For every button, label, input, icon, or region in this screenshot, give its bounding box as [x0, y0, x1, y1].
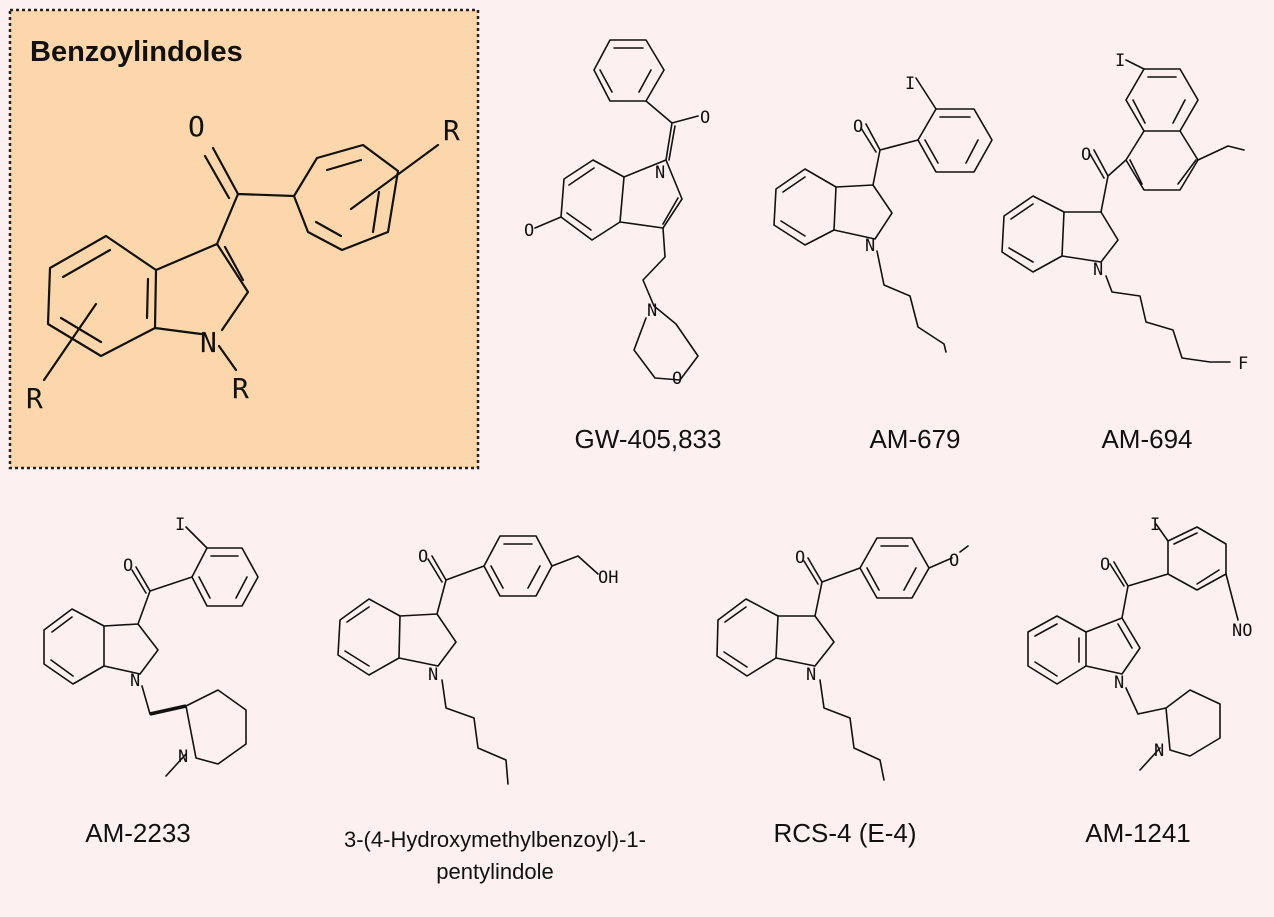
nitrogen-label: N	[806, 665, 816, 685]
compound-label: AM-2233	[85, 818, 191, 848]
oxygen-label: O	[1100, 555, 1110, 575]
oxygen-label: O	[700, 108, 710, 128]
compound-label: GW-405,833	[574, 424, 722, 454]
iodine-label: I	[905, 74, 915, 94]
oxygen-label: O	[123, 556, 133, 576]
yellow-phenyl-ring	[917, 108, 993, 173]
am-2233-structure: I O N N	[43, 515, 259, 777]
yellow-phenyl-ring	[483, 535, 553, 597]
benzoylindole-panel	[8, 8, 480, 470]
compound-label: AM-694	[1101, 424, 1193, 454]
nitrogen-label: N	[655, 163, 665, 183]
oxygen-label: O	[188, 110, 205, 143]
nitrogen-label: N	[178, 747, 188, 767]
iodine-label: I	[1115, 51, 1125, 71]
r-group-label: R	[26, 382, 43, 415]
gw-405833-structure: O N O N O	[524, 39, 710, 389]
oxygen-label: O	[524, 221, 534, 241]
hydroxyl-label: OH	[598, 568, 618, 588]
compound-label: AM-1241	[1085, 818, 1191, 848]
oxygen-label: O	[853, 117, 863, 137]
iodine-label: I	[1150, 515, 1160, 535]
iodine-label: I	[175, 515, 185, 535]
compound-label: AM-679	[869, 424, 961, 454]
nitrogen-label: N	[1114, 673, 1124, 693]
benzoylindole-scaffold: O N R R R	[26, 110, 460, 415]
panel-title: Benzoylindoles	[30, 36, 243, 68]
nitrogen-label: N	[428, 665, 438, 685]
nitrogen-label: N	[1154, 741, 1164, 761]
r-group-label: R	[232, 372, 249, 405]
nitrogen-label: N	[647, 301, 657, 321]
green-phenyl-ring	[859, 537, 930, 599]
am-694-structure: I O N F	[1001, 51, 1248, 374]
hydroxymethylbenzoyl-structure: OH O N	[337, 535, 618, 785]
am-1241-structure: I O NO N N	[1027, 515, 1252, 771]
am-679-structure: I O N	[773, 74, 993, 353]
magenta-phenyl-ring	[1125, 68, 1199, 132]
compound-label: 3-(4-Hydroxymethylbenzoyl)-1-pentylindol…	[344, 827, 646, 884]
fluorine-label: F	[1238, 354, 1248, 374]
rcs-4-structure: O O N	[716, 537, 969, 781]
oxygen-label: O	[949, 551, 959, 571]
purple-phenyl-ring	[593, 39, 665, 102]
nitrogen-label: N	[200, 326, 217, 359]
purple-benzo-ring	[1027, 615, 1087, 685]
nitrogen-label: N	[130, 671, 140, 691]
oxygen-label: O	[672, 369, 682, 389]
oxygen-label: O	[1081, 145, 1091, 165]
r-group-label: R	[443, 114, 460, 147]
nitrogen-label: N	[865, 236, 875, 256]
nitro-label: NO	[1232, 621, 1252, 641]
nitrogen-label: N	[1093, 260, 1103, 280]
oxygen-label: O	[418, 547, 428, 567]
compound-label: RCS-4 (E-4)	[773, 818, 917, 848]
oxygen-label: O	[795, 548, 805, 568]
orange-phenyl-ring	[292, 143, 400, 252]
